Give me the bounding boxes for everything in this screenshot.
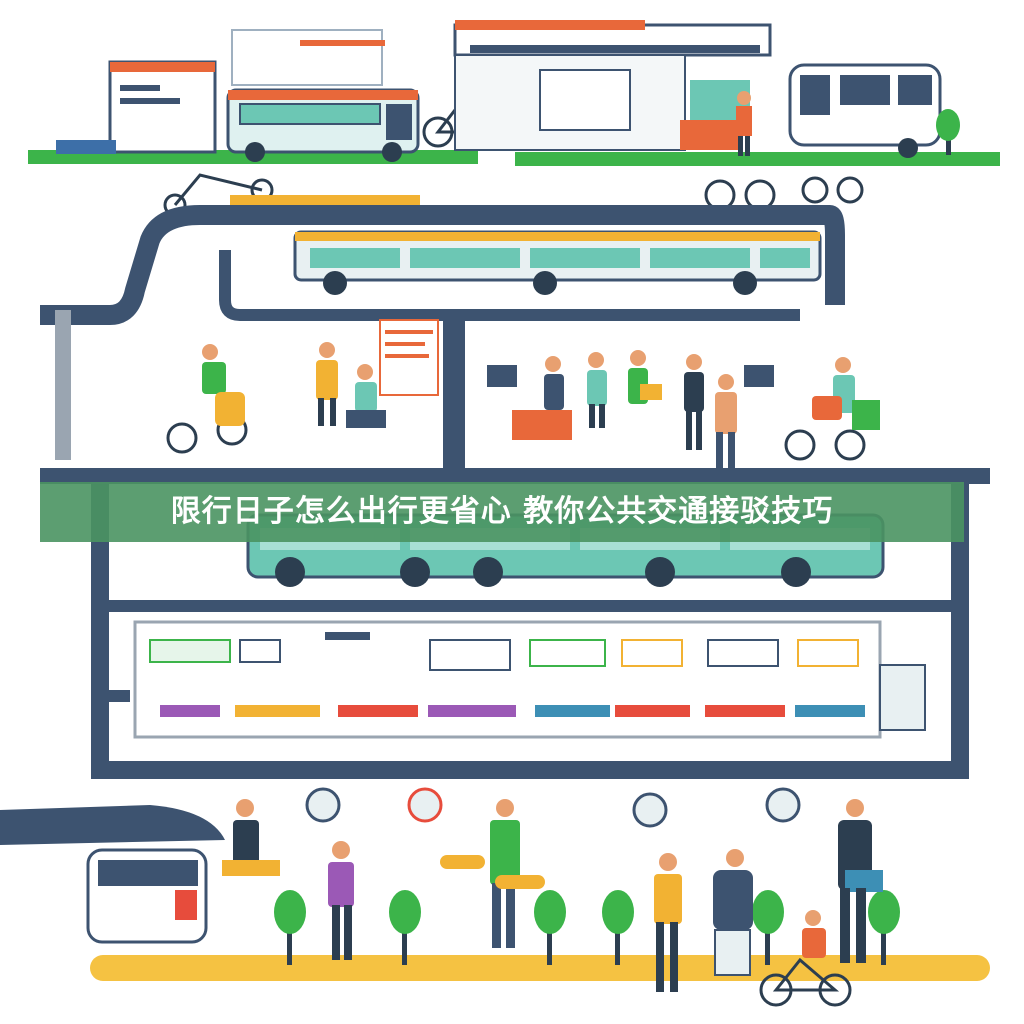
tree-icon <box>534 890 566 965</box>
bicycle-icon <box>704 176 864 211</box>
cart <box>512 410 572 440</box>
bus-icon <box>305 787 341 823</box>
tram-icon <box>293 230 822 295</box>
bus-icon <box>226 88 420 162</box>
person-icon <box>316 342 338 426</box>
bottom-scene <box>86 787 990 1007</box>
person-icon <box>838 799 883 963</box>
grass-strip-right <box>515 152 1000 166</box>
people-middle <box>166 319 880 472</box>
bus-icon <box>788 63 942 158</box>
person-icon <box>544 356 564 410</box>
tree-icon <box>602 890 634 965</box>
platform <box>90 955 990 981</box>
person-icon <box>736 91 752 156</box>
track-network <box>0 205 990 845</box>
person-icon <box>713 849 753 976</box>
screen-icon <box>487 365 517 387</box>
person-icon <box>812 357 855 420</box>
bicycle-icon <box>784 429 866 461</box>
page-title: 限行日子怎么出行更省心 教你公共交通接驳技巧 <box>170 494 834 529</box>
person-icon <box>222 799 280 876</box>
tree-icon <box>936 109 960 155</box>
plant <box>852 400 880 430</box>
person-icon <box>587 352 607 428</box>
bus-icon <box>86 848 208 944</box>
person-icon <box>346 364 386 428</box>
car-icon <box>407 787 443 823</box>
screen-icon <box>744 365 774 387</box>
person-icon <box>654 853 682 992</box>
pillar <box>55 310 71 460</box>
person-icon <box>628 350 662 404</box>
tree-icon <box>389 890 421 965</box>
person-icon <box>684 354 704 450</box>
person-icon <box>802 910 826 958</box>
person-icon <box>328 841 354 960</box>
tree-icon <box>868 890 900 965</box>
bicycle-icon <box>759 957 852 1007</box>
top-scene <box>28 20 1000 166</box>
ticket-machine <box>879 664 926 731</box>
tree-icon <box>274 890 306 965</box>
title-banner: 限行日子怎么出行更省心 教你公共交通接驳技巧 <box>40 482 964 542</box>
info-panel <box>133 620 882 739</box>
person-icon <box>202 344 245 426</box>
bus-icon <box>632 792 668 828</box>
person-icon <box>440 799 545 948</box>
bus-icon <box>765 787 801 823</box>
tree-icon <box>752 890 784 965</box>
person-icon <box>715 374 737 472</box>
station-building-left <box>108 60 217 154</box>
station-building-right <box>453 20 772 151</box>
